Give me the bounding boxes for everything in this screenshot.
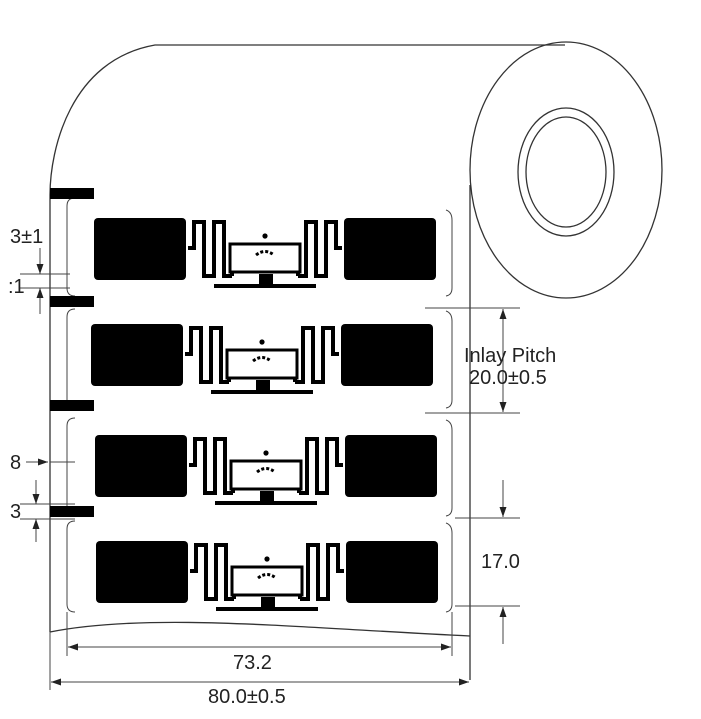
roll-end-face (469, 41, 663, 299)
label-outline (66, 197, 76, 297)
dim-side-offset-text: 8 (10, 452, 21, 474)
dim-label-height-text: 17.0 (481, 551, 520, 573)
sense-mark (50, 400, 94, 411)
label-outline (66, 417, 76, 517)
dim-side-offset: 8 (10, 452, 75, 474)
rfid-inlay (92, 216, 438, 288)
roll-outline (49, 44, 565, 632)
sense-mark (50, 296, 94, 307)
inlay-pitch-value: 20.0±0.5 (469, 367, 547, 389)
dim-roll-width: 80.0±0.5 (49, 632, 469, 708)
sense-mark (50, 506, 94, 517)
roll-body (49, 41, 663, 680)
roll-core-outer (517, 107, 615, 237)
dim-edge-margin-text: :1 (8, 276, 25, 298)
label-outline (445, 419, 453, 517)
inlay-pitch-title: Inlay Pitch (464, 345, 556, 367)
dim-inlay-width: 73.2 (66, 612, 453, 674)
roll-bottom-curve (49, 621, 471, 637)
label-outline (66, 520, 76, 613)
rfid-inlay (93, 433, 439, 505)
rfid-inlays (89, 216, 440, 611)
sense-mark (50, 188, 94, 199)
dim-bottom-gap: 3 (10, 480, 75, 542)
dim-label-gap-text: 3±1 (10, 226, 43, 248)
label-outline (66, 308, 76, 409)
dim-inlay-width-text: 73.2 (233, 652, 272, 674)
label-outline (445, 522, 453, 613)
dim-roll-width-text: 80.0±0.5 (208, 686, 286, 708)
dim-label-gap: 3±1 :1 (8, 226, 70, 314)
sense-marks (50, 188, 94, 517)
label-outline (445, 209, 453, 297)
dim-inlay-pitch: Inlay Pitch 20.0±0.5 (425, 307, 556, 414)
label-outline (445, 310, 453, 409)
rfid-inlay (89, 322, 435, 394)
rfid-inlay (94, 539, 440, 611)
roll-core-inner (525, 116, 607, 228)
dim-label-height: 17.0 (455, 480, 520, 644)
dim-bottom-gap-text: 3 (10, 501, 21, 523)
